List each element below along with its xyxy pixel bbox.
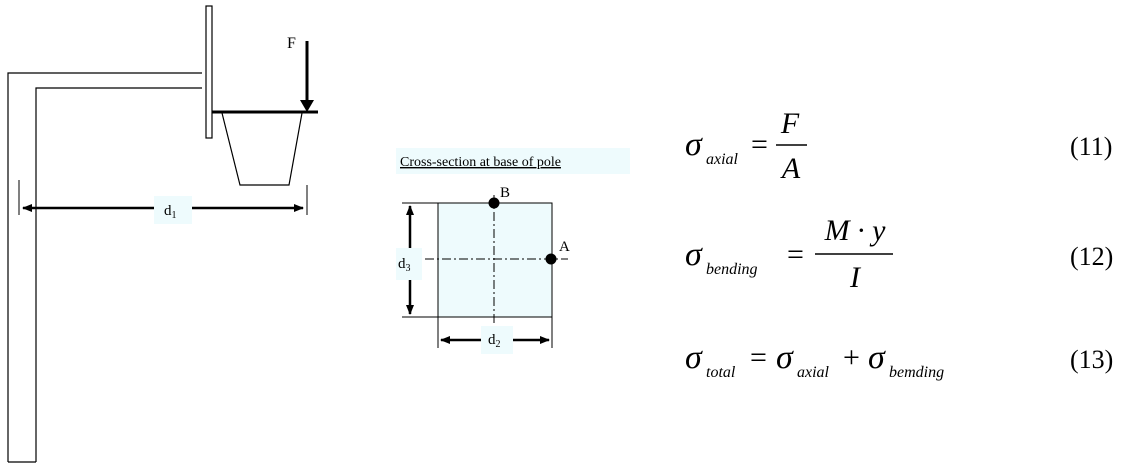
eq11-denominator: A	[780, 152, 801, 185]
eq12-number: (12)	[1070, 242, 1113, 271]
d2-label: d2	[488, 332, 501, 350]
eq11-number: (11)	[1070, 132, 1112, 161]
eq13-term2-subscript: bemding	[889, 364, 944, 381]
eq12-equals: =	[787, 238, 804, 271]
eq13-plus: +	[843, 341, 860, 374]
pole-inner-edge	[35, 87, 202, 462]
cross-section-square	[437, 202, 553, 318]
point-b-marker	[488, 197, 500, 209]
pole-outer-edge	[7, 72, 202, 462]
equation-11: σ axial = F A (11)	[685, 107, 1112, 185]
eq12-sigma: σ	[685, 236, 703, 273]
eq12-denominator: I	[849, 261, 862, 294]
point-b-label: B	[500, 185, 510, 201]
d1-label: d1	[164, 203, 177, 221]
d1-label-bg	[154, 196, 192, 224]
eq12-subscript: bending	[706, 261, 758, 278]
mounting-plate	[205, 5, 213, 139]
eq11-subscript: axial	[706, 151, 739, 168]
equation-12: σ bending = M · y I (12)	[685, 214, 1113, 294]
force-label: F	[287, 35, 296, 52]
d2-label-bg	[481, 326, 513, 354]
eq13-sigma: σ	[685, 339, 703, 376]
section-title: Cross-section at base of pole	[400, 155, 561, 170]
force-arrow	[300, 41, 314, 112]
eq13-term1-sigma: σ	[776, 339, 794, 376]
d3-label: d3	[398, 256, 411, 274]
eq11-numerator: F	[780, 107, 800, 140]
eq13-term1-subscript: axial	[797, 364, 830, 381]
point-a-label: A	[559, 239, 570, 255]
equation-13: σ total = σ axial + σ bemding (13)	[685, 339, 1113, 381]
eq13-equals: =	[750, 341, 767, 374]
eq13-subscript: total	[706, 364, 736, 381]
eq12-numerator: M · y	[824, 214, 886, 247]
basket-body	[221, 112, 303, 186]
eq11-equals: =	[751, 128, 768, 161]
pole-structure	[7, 5, 318, 463]
d3-label-bg	[396, 248, 422, 280]
eq13-number: (13)	[1070, 345, 1113, 374]
section-title-bg	[396, 148, 630, 174]
eq13-term2-sigma: σ	[868, 339, 886, 376]
point-a-marker	[545, 253, 557, 265]
eq11-sigma: σ	[685, 126, 703, 163]
